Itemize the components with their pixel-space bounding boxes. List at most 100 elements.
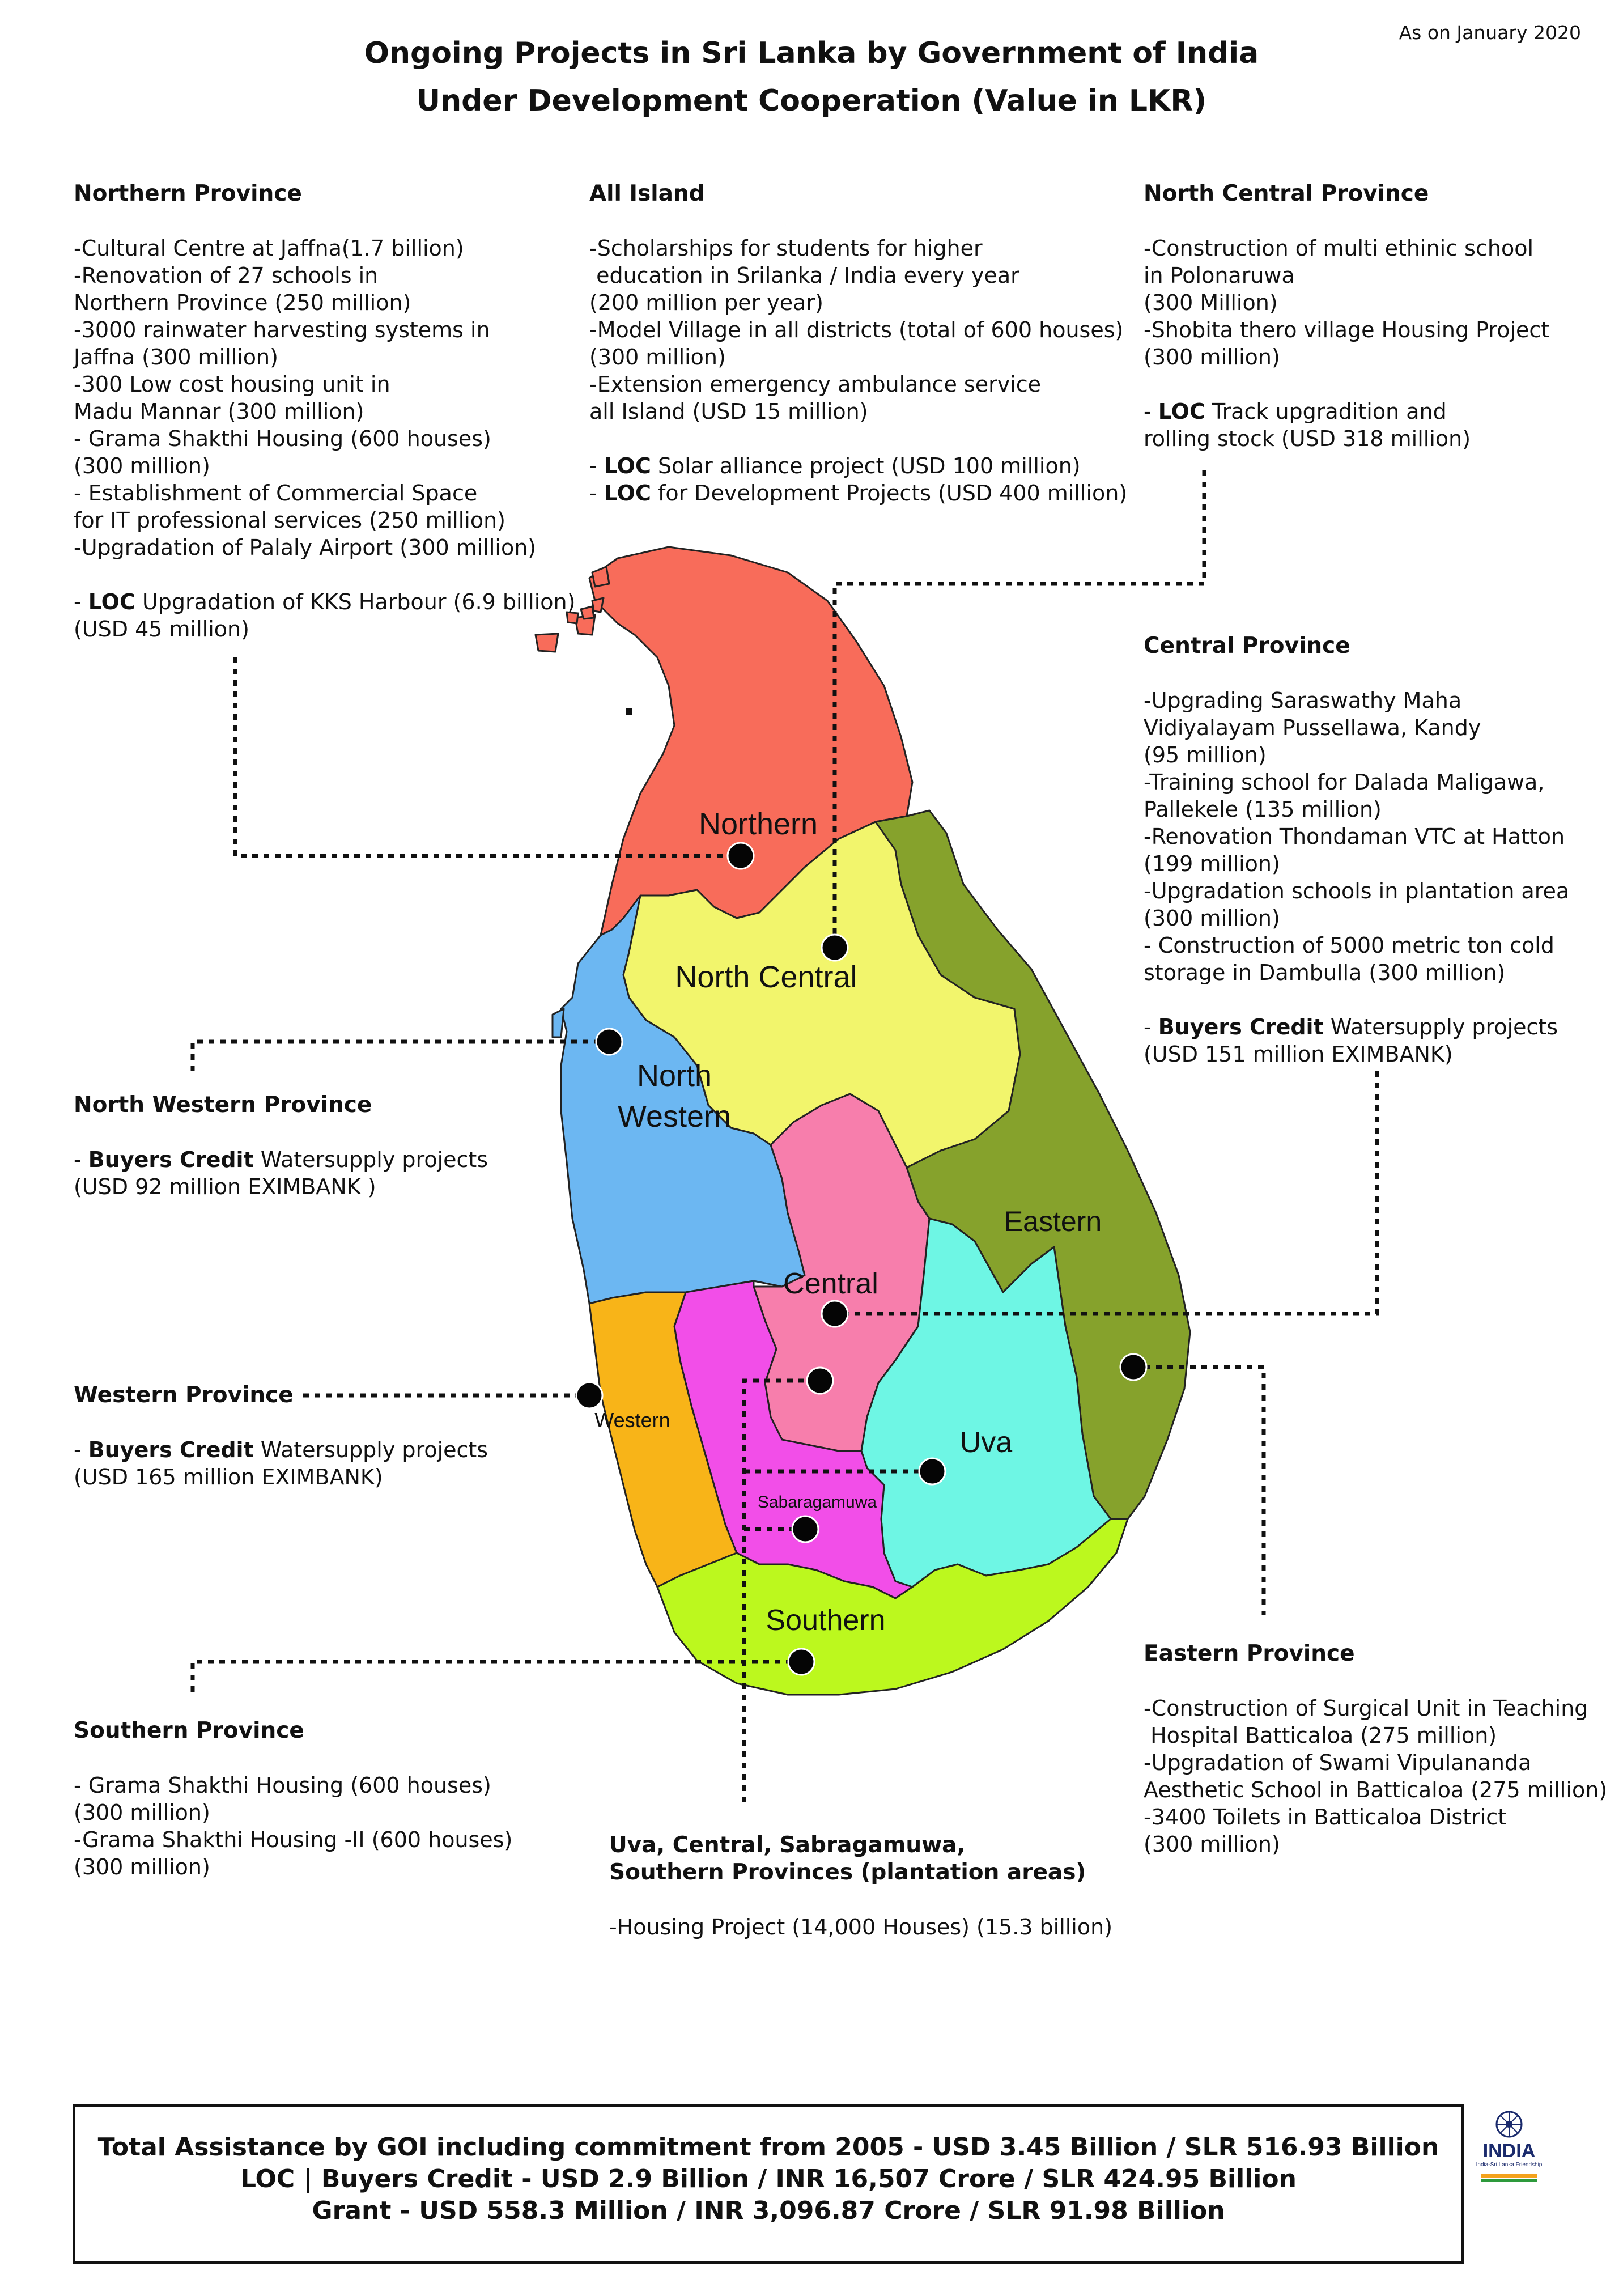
text-line: - Buyers Credit Watersupply projects xyxy=(74,1437,488,1462)
text-line xyxy=(1144,371,1549,398)
text-line: -300 Low cost housing unit in xyxy=(74,372,390,397)
connector-north-western xyxy=(190,1039,609,1071)
text-line: in Polonaruwa xyxy=(1144,263,1295,288)
text-line: -Construction of Surgical Unit in Teachi… xyxy=(1144,1696,1588,1721)
connector-central xyxy=(835,1071,1379,1316)
heading-central: Central Province xyxy=(1144,633,1350,659)
text-line: (300 million) xyxy=(74,453,210,478)
text-line: -Upgradation schools in plantation area xyxy=(1144,878,1570,903)
map-label-north-western-1: North xyxy=(637,1059,712,1093)
text-line: -Model Village in all districts (total o… xyxy=(589,317,1124,342)
dot-southern xyxy=(787,1648,815,1676)
text-line: -3000 rainwater harvesting systems in xyxy=(74,317,490,342)
text-line: - Buyers Credit Watersupply projects xyxy=(74,1147,488,1172)
map-label-central: Central xyxy=(783,1267,878,1300)
text-line xyxy=(589,425,1127,452)
region-northern-island-5 xyxy=(534,633,559,653)
text-line: -Upgradation of Palaly Airport (300 mill… xyxy=(74,535,537,560)
text-line: (300 million) xyxy=(1144,906,1280,931)
map-label-western: Western xyxy=(594,1408,670,1432)
heading-western: Western Province xyxy=(74,1382,294,1408)
region-northern-island-6 xyxy=(566,611,579,625)
text-line: - LOC for Development Projects (USD 400 … xyxy=(589,481,1128,506)
region-north-western-islet xyxy=(551,1008,565,1038)
western-lines: - Buyers Credit Watersupply projects (USD… xyxy=(74,1436,488,1491)
text-line: Hospital Batticaloa (275 million) xyxy=(1144,1723,1497,1748)
text-line: - Grama Shakthi Housing (600 houses) xyxy=(74,1773,491,1798)
text-line: (199 million) xyxy=(1144,851,1280,876)
connector-lines xyxy=(190,470,1379,1802)
region-northern-island-2 xyxy=(591,597,605,613)
text-line: (USD 45 million) xyxy=(74,617,249,642)
india-emblem-icon: INDIA India-Sri Lanka Friendship xyxy=(1476,2111,1543,2182)
map-label-sabaragamuwa: Sabaragamuwa xyxy=(758,1493,877,1512)
dot-eastern xyxy=(1119,1353,1148,1381)
text-line: - Construction of 5000 metric ton cold xyxy=(1144,933,1554,958)
text-line: -Shobita thero village Housing Project xyxy=(1144,317,1550,342)
islet-mark xyxy=(626,708,632,715)
map-label-northern: Northern xyxy=(699,807,818,841)
title-line-1: Ongoing Projects in Sri Lanka by Governm… xyxy=(364,36,1259,70)
text-line: (300 million) xyxy=(74,1800,210,1825)
india-logo: INDIA India-Sri Lanka Friendship xyxy=(1467,2107,1552,2195)
dot-central xyxy=(821,1300,849,1328)
as-on-date: As on January 2020 xyxy=(1399,22,1581,44)
section-central-province: Central Province -Upgrading Saraswathy M… xyxy=(1144,633,1569,1068)
connector-plantation xyxy=(742,1378,820,1802)
text-line: (300 Million) xyxy=(1144,290,1278,315)
text-line: -Housing Project (14,000 Houses) (15.3 b… xyxy=(609,1915,1113,1939)
north-western-lines: - Buyers Credit Watersupply projects(USD… xyxy=(74,1146,488,1200)
text-line: Northern Province (250 million) xyxy=(74,290,411,315)
map-label-north-western-2: Western xyxy=(618,1100,731,1134)
heading-plantation-2: Southern Provinces (plantation areas) xyxy=(609,1860,1086,1885)
text-line: (300 million) xyxy=(1144,1832,1280,1857)
section-southern-province: Southern Province - Grama Shakthi Housin… xyxy=(74,1717,512,1881)
text-line: (USD 92 million EXIMBANK ) xyxy=(74,1174,376,1199)
connector-southern xyxy=(190,1660,801,1692)
heading-all-island: All Island xyxy=(589,181,705,206)
section-north-western-province: North Western Province - Buyers Credit W… xyxy=(74,1092,488,1200)
text-line: - Grama Shakthi Housing (600 houses) xyxy=(74,426,491,451)
text-line: -Training school for Dalada Maligawa, xyxy=(1144,770,1545,795)
map-label-southern: Southern xyxy=(766,1604,885,1637)
text-line xyxy=(74,561,575,588)
text-line: -Extension emergency ambulance service xyxy=(589,372,1042,397)
text-line: -Cultural Centre at Jaffna(1.7 billion) xyxy=(74,236,464,261)
text-line: - Buyers Credit Watersupply projects xyxy=(1144,1015,1558,1039)
text-line: -3400 Toilets in Batticaloa District xyxy=(1144,1805,1507,1830)
text-line: (200 million per year) xyxy=(589,290,823,315)
text-line: -Construction of multi ethinic school xyxy=(1144,236,1534,261)
text-line: -Renovation Thondaman VTC at Hatton xyxy=(1144,824,1565,849)
eastern-lines: -Construction of Surgical Unit in Teachi… xyxy=(1144,1695,1607,1858)
dot-sabaragamuwa xyxy=(791,1515,819,1543)
text-line: (USD 165 million EXIMBANK) xyxy=(74,1465,383,1489)
dot-central-2 xyxy=(806,1366,834,1395)
map-label-uva: Uva xyxy=(960,1426,1013,1459)
text-line: - LOC Upgradation of KKS Harbour (6.9 bi… xyxy=(74,589,576,614)
connector-northern xyxy=(233,657,740,858)
text-line: education in Srilanka / India every year xyxy=(589,263,1019,288)
dot-northern xyxy=(726,842,755,870)
southern-lines: - Grama Shakthi Housing (600 houses)(300… xyxy=(74,1772,512,1881)
logo-word: INDIA xyxy=(1483,2140,1536,2162)
text-line xyxy=(1144,986,1569,1013)
section-plantation-areas: Uva, Central, Sabragamuwa, Southern Prov… xyxy=(609,1832,1112,1941)
text-line: -Upgradation of Swami Vipulananda xyxy=(1144,1750,1532,1775)
heading-northern: Northern Province xyxy=(74,181,302,206)
logo-tagline: India-Sri Lanka Friendship xyxy=(1476,2162,1543,2168)
heading-north-western: North Western Province xyxy=(74,1092,372,1118)
heading-plantation-1: Uva, Central, Sabragamuwa, xyxy=(609,1832,966,1858)
text-line: (300 million) xyxy=(589,345,726,370)
plantation-lines: -Housing Project (14,000 Houses) (15.3 b… xyxy=(609,1913,1112,1941)
text-line: (95 million) xyxy=(1144,742,1267,767)
text-line: -Renovation of 27 schools in xyxy=(74,263,379,288)
section-all-island: All Island -Scholarships for students fo… xyxy=(589,180,1127,507)
text-line: storage in Dambulla (300 million) xyxy=(1144,960,1506,985)
total-assistance-line: Total Assistance by GOI including commit… xyxy=(97,2133,1439,2162)
region-southern xyxy=(656,1518,1129,1696)
text-line: (300 million) xyxy=(74,1854,210,1879)
text-line: all Island (USD 15 million) xyxy=(589,399,868,424)
dot-north-western xyxy=(595,1028,623,1056)
